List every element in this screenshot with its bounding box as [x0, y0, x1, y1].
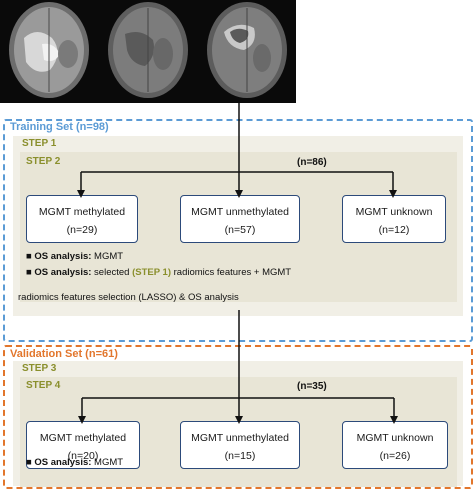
validation-group-unmethylated: MGMT unmethylated (n=15): [180, 421, 300, 469]
group-count: (n=12): [378, 224, 410, 236]
step-reference: (STEP 1): [132, 267, 171, 278]
bullet-tail: radiomics features + MGMT: [170, 267, 292, 278]
bullet-bold: OS analysis:: [34, 267, 92, 278]
training-bullet-1: ■ OS analysis: MGMT: [26, 251, 123, 262]
group-name: MGMT unknown: [355, 206, 433, 218]
step-4-label: STEP 4: [26, 380, 61, 391]
group-count: (n=57): [224, 224, 256, 236]
validation-count: (n=35): [297, 381, 327, 392]
training-count: (n=86): [297, 157, 327, 168]
mri-scan-2: [108, 2, 188, 98]
group-name: MGMT methylated: [38, 206, 126, 218]
group-name: MGMT unmethylated: [191, 432, 289, 444]
bullet-text: MGMT: [91, 457, 124, 468]
group-name: MGMT methylated: [39, 432, 127, 444]
bullet-bold: OS analysis:: [34, 457, 92, 468]
bullet-bold: OS analysis:: [34, 251, 92, 262]
training-group-unmethylated: MGMT unmethylated (n=57): [180, 195, 300, 243]
validation-set-title: Validation Set (n=61): [10, 348, 118, 360]
bullet-text: selected: [91, 267, 133, 278]
validation-group-unknown: MGMT unknown (n=26): [342, 421, 448, 469]
training-group-unknown: MGMT unknown (n=12): [342, 195, 446, 243]
group-count: (n=26): [379, 450, 411, 462]
step-1-label: STEP 1: [22, 138, 57, 149]
training-group-methylated: MGMT methylated (n=29): [26, 195, 138, 243]
bullet-text: MGMT: [91, 251, 124, 262]
group-name: MGMT unknown: [356, 432, 434, 444]
mri-image-strip: [0, 0, 296, 103]
training-set-title: Training Set (n=98): [10, 121, 109, 133]
bullet-icon: ■: [26, 457, 32, 468]
step-3-label: STEP 3: [22, 363, 57, 374]
group-count: (n=29): [66, 224, 98, 236]
bullet-icon: ■: [26, 251, 32, 262]
validation-bullet-1: ■ OS analysis: MGMT: [26, 457, 123, 468]
mri-scan-3: [207, 2, 287, 98]
group-count: (n=20): [67, 450, 99, 462]
step-2-label: STEP 2: [26, 156, 61, 167]
group-count: (n=15): [224, 450, 256, 462]
flow-connectors: [77, 103, 398, 424]
group-name: MGMT unmethylated: [191, 206, 289, 218]
training-bullet-2: ■ OS analysis: selected (STEP 1) radiomi…: [26, 267, 291, 278]
mri-scan-1: [9, 2, 89, 98]
bullet-icon: ■: [26, 267, 32, 278]
validation-group-methylated: MGMT methylated (n=20): [26, 421, 140, 469]
training-footer-note: radiomics features selection (LASSO) & O…: [18, 292, 239, 303]
